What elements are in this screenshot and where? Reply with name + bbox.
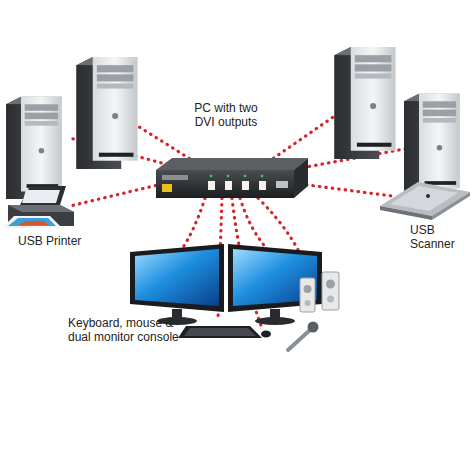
device-label: USB Scanner	[410, 223, 474, 251]
kvm-switch-part	[210, 175, 213, 178]
device-label: USB Printer	[18, 234, 98, 248]
kvm-switch-part	[156, 158, 308, 170]
usb-printer	[2, 186, 74, 228]
speakers-microphone-part	[305, 300, 311, 306]
kvm-switch-part	[162, 184, 172, 192]
speakers-microphone-part	[308, 322, 319, 333]
dual-monitors-part	[228, 244, 322, 312]
keyboard-mouse-part	[261, 331, 271, 338]
kvm-switch-part	[276, 181, 288, 188]
usb-printer-part	[8, 205, 74, 226]
pc-towers	[6, 47, 460, 199]
speakers-microphone-part	[288, 330, 310, 350]
pc-towers-part	[404, 94, 460, 196]
console-label: Keyboard, mouse & dual monitor console	[68, 316, 186, 344]
kvm-switch-part	[162, 175, 188, 180]
dotted-wires-part	[240, 198, 268, 250]
dual-monitors-part	[130, 244, 224, 312]
speakers-microphone	[288, 272, 339, 350]
pc-towers-part	[334, 47, 395, 159]
usb-printer-part	[18, 221, 48, 225]
keyboard-mouse-part	[178, 326, 262, 338]
speakers-microphone-part	[322, 272, 339, 310]
usb-printer-part	[20, 186, 66, 205]
speakers-microphone-part	[300, 278, 315, 312]
kvm-switch-part	[261, 175, 264, 178]
usb-printer-part	[22, 190, 60, 203]
usb-printer-part	[8, 218, 56, 226]
kvm-switch-part	[208, 181, 215, 190]
kvm-switch	[156, 158, 308, 198]
kvm-switch-part	[225, 181, 232, 190]
kvm-switch-part	[294, 158, 308, 198]
usb-scanner	[380, 182, 470, 220]
keyboard-mouse	[178, 326, 271, 338]
kvm-switch-part	[244, 175, 247, 178]
speakers-microphone-part	[326, 280, 335, 289]
usb-scanner-part	[390, 186, 458, 211]
dotted-wires-part	[70, 184, 162, 206]
dual-monitors-part	[135, 249, 219, 306]
keyboard-mouse-part	[184, 328, 256, 336]
usb-printer-part	[2, 216, 62, 228]
kvm-switch-part	[242, 181, 249, 190]
usb-printer-part	[8, 205, 74, 212]
kvm-switch-part	[156, 170, 294, 198]
pc-towers-part	[6, 97, 62, 199]
kvm-switch-part	[227, 175, 230, 178]
speakers-microphone-part	[304, 285, 312, 293]
usb-scanner-part	[426, 194, 430, 198]
pc-towers-part	[76, 57, 137, 169]
dotted-wires-part	[180, 198, 205, 252]
dual-monitors-part	[255, 317, 295, 325]
speakers-microphone-part	[327, 296, 334, 303]
dual-monitors	[130, 244, 322, 325]
kvm-switch-part	[259, 181, 266, 190]
dotted-wires-part	[300, 184, 392, 196]
device-label: PC with two DVI outputs	[187, 101, 265, 129]
